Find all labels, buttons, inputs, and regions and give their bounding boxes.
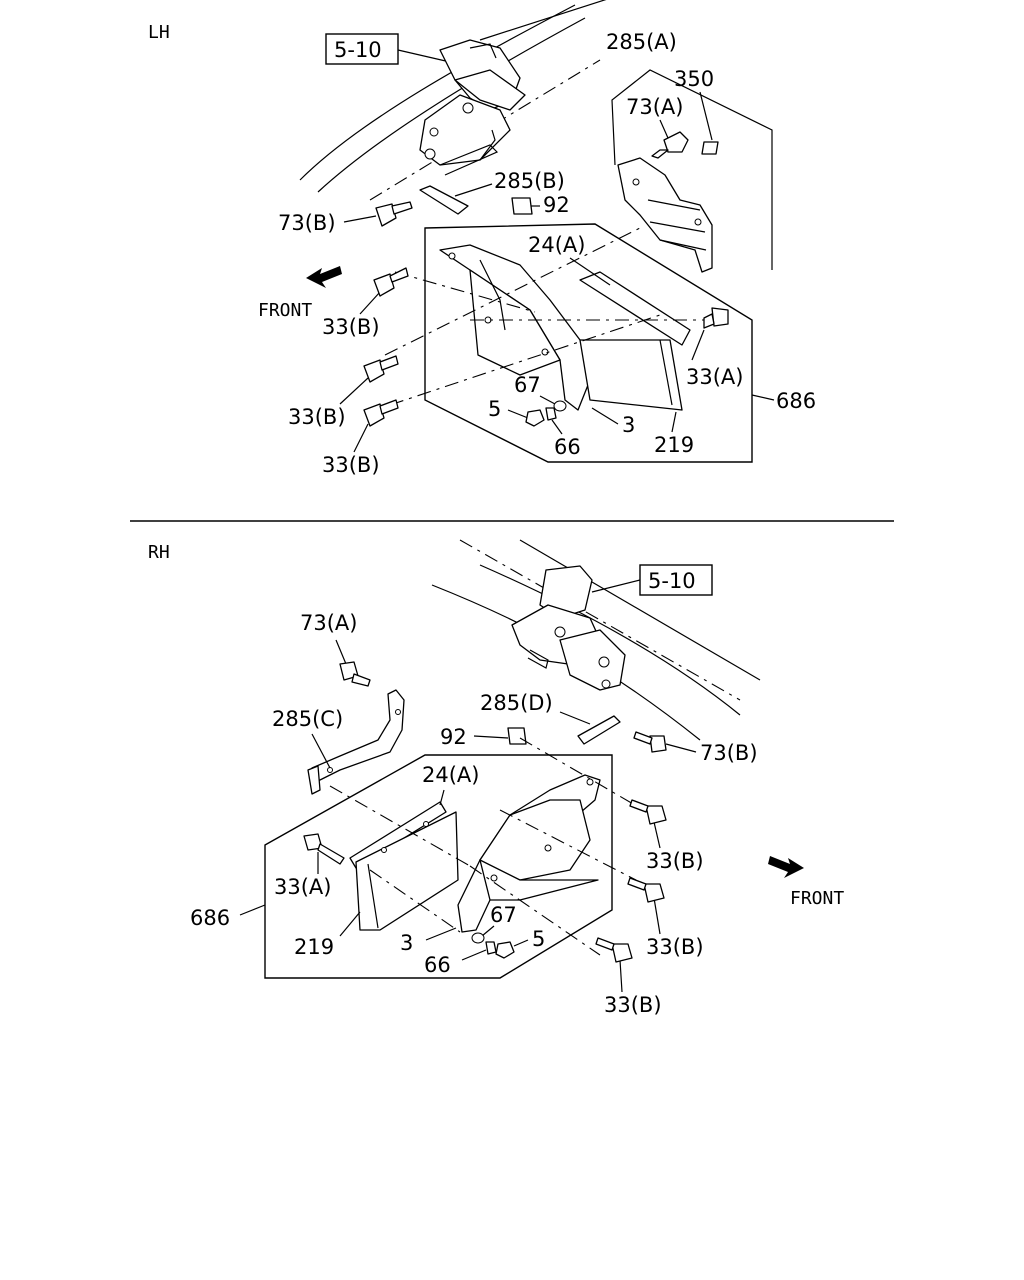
frame-rail-lh bbox=[299, 4, 576, 181]
cab-mount-bracket-lh bbox=[419, 39, 526, 166]
label-33b-1: 33(B) bbox=[322, 315, 380, 339]
label-92: 92 bbox=[543, 193, 570, 217]
label-285b: 285(B) bbox=[494, 169, 565, 193]
label-33a: 33(A) bbox=[686, 365, 743, 389]
clip-92-rh bbox=[507, 727, 527, 745]
label-plate-350 bbox=[701, 141, 719, 155]
ref-label-rh: 5-10 bbox=[648, 569, 696, 593]
label-285c: 285(C) bbox=[272, 707, 343, 731]
label-67: 67 bbox=[514, 373, 541, 397]
label-73a-rh: 73(A) bbox=[300, 611, 357, 635]
label-33b-rh-3: 33(B) bbox=[604, 993, 662, 1017]
front-arrow-icon-rh bbox=[768, 856, 804, 878]
label-66-rh: 66 bbox=[424, 953, 451, 977]
bolt-73a-lh bbox=[651, 131, 689, 159]
bolt-33b-lh-3 bbox=[363, 399, 399, 427]
washer-66-rh bbox=[485, 941, 497, 955]
bolt-33a-rh bbox=[303, 833, 345, 865]
label-24a: 24(A) bbox=[528, 233, 585, 257]
front-label-rh: FRONT bbox=[790, 888, 844, 909]
label-686: 686 bbox=[776, 389, 816, 413]
bolt-33b-lh-2 bbox=[363, 355, 399, 383]
label-5: 5 bbox=[488, 397, 501, 421]
side-label-rh: RH bbox=[148, 542, 170, 563]
label-219-rh: 219 bbox=[294, 935, 334, 959]
label-3: 3 bbox=[622, 413, 635, 437]
label-33b-3: 33(B) bbox=[322, 453, 380, 477]
label-73b: 73(B) bbox=[278, 211, 336, 235]
bolt-33b-rh-2 bbox=[627, 877, 665, 903]
label-67-rh: 67 bbox=[490, 903, 517, 927]
nut-5-rh bbox=[495, 941, 515, 959]
label-350: 350 bbox=[674, 67, 714, 91]
washer-67-lh bbox=[553, 400, 567, 412]
ref-label-lh: 5-10 bbox=[334, 38, 382, 62]
side-label-lh: LH bbox=[148, 22, 170, 43]
label-33b-rh-2: 33(B) bbox=[646, 935, 704, 959]
rh-section: RH 5-10 73(A) bbox=[148, 539, 844, 1017]
label-3-rh: 3 bbox=[400, 931, 413, 955]
kit-box-686-lh bbox=[424, 223, 753, 463]
bracket-285a-lh bbox=[611, 69, 773, 273]
ref-box-lh[interactable] bbox=[325, 33, 399, 65]
label-92-rh: 92 bbox=[440, 725, 467, 749]
label-73b-rh: 73(B) bbox=[700, 741, 758, 765]
label-33a-rh: 33(A) bbox=[274, 875, 331, 899]
nut-5-lh bbox=[525, 409, 545, 427]
bracket-285c-rh bbox=[307, 689, 405, 795]
front-arrow-icon bbox=[306, 266, 342, 288]
label-66: 66 bbox=[554, 435, 581, 459]
label-24a-rh: 24(A) bbox=[422, 763, 479, 787]
clip-92-lh bbox=[511, 197, 533, 215]
label-5-rh: 5 bbox=[532, 927, 545, 951]
label-73a: 73(A) bbox=[626, 95, 683, 119]
label-686-rh: 686 bbox=[190, 906, 230, 930]
bolt-73b-lh bbox=[375, 201, 413, 227]
front-label-lh: FRONT bbox=[258, 300, 312, 321]
bolt-33b-rh-3 bbox=[595, 937, 633, 963]
bolt-73b-rh bbox=[633, 731, 667, 753]
kit-box-686-rh bbox=[264, 754, 613, 979]
bolt-33a-lh bbox=[703, 307, 729, 329]
label-219: 219 bbox=[654, 433, 694, 457]
plate-285b-lh bbox=[419, 185, 469, 215]
label-285a: 285(A) bbox=[606, 30, 677, 54]
bolt-33b-lh-1 bbox=[373, 267, 409, 297]
plate-285d-rh bbox=[577, 715, 621, 745]
washer-66-lh bbox=[545, 407, 557, 421]
bolt-73a-rh bbox=[339, 661, 371, 687]
flap-219-lh bbox=[579, 271, 691, 411]
mudguard-24a-rh bbox=[457, 774, 601, 933]
mudguard-24a-lh bbox=[439, 244, 591, 411]
bolt-33b-rh-1 bbox=[629, 799, 667, 825]
label-285d: 285(D) bbox=[480, 691, 553, 715]
label-33b-2: 33(B) bbox=[288, 405, 346, 429]
flap-219-rh bbox=[349, 801, 459, 931]
washer-67-rh bbox=[471, 932, 485, 944]
cab-mount-bracket-rh bbox=[511, 565, 626, 691]
label-33b-rh-1: 33(B) bbox=[646, 849, 704, 873]
lh-section: LH 5-10 285(A) 350 bbox=[148, 0, 816, 477]
